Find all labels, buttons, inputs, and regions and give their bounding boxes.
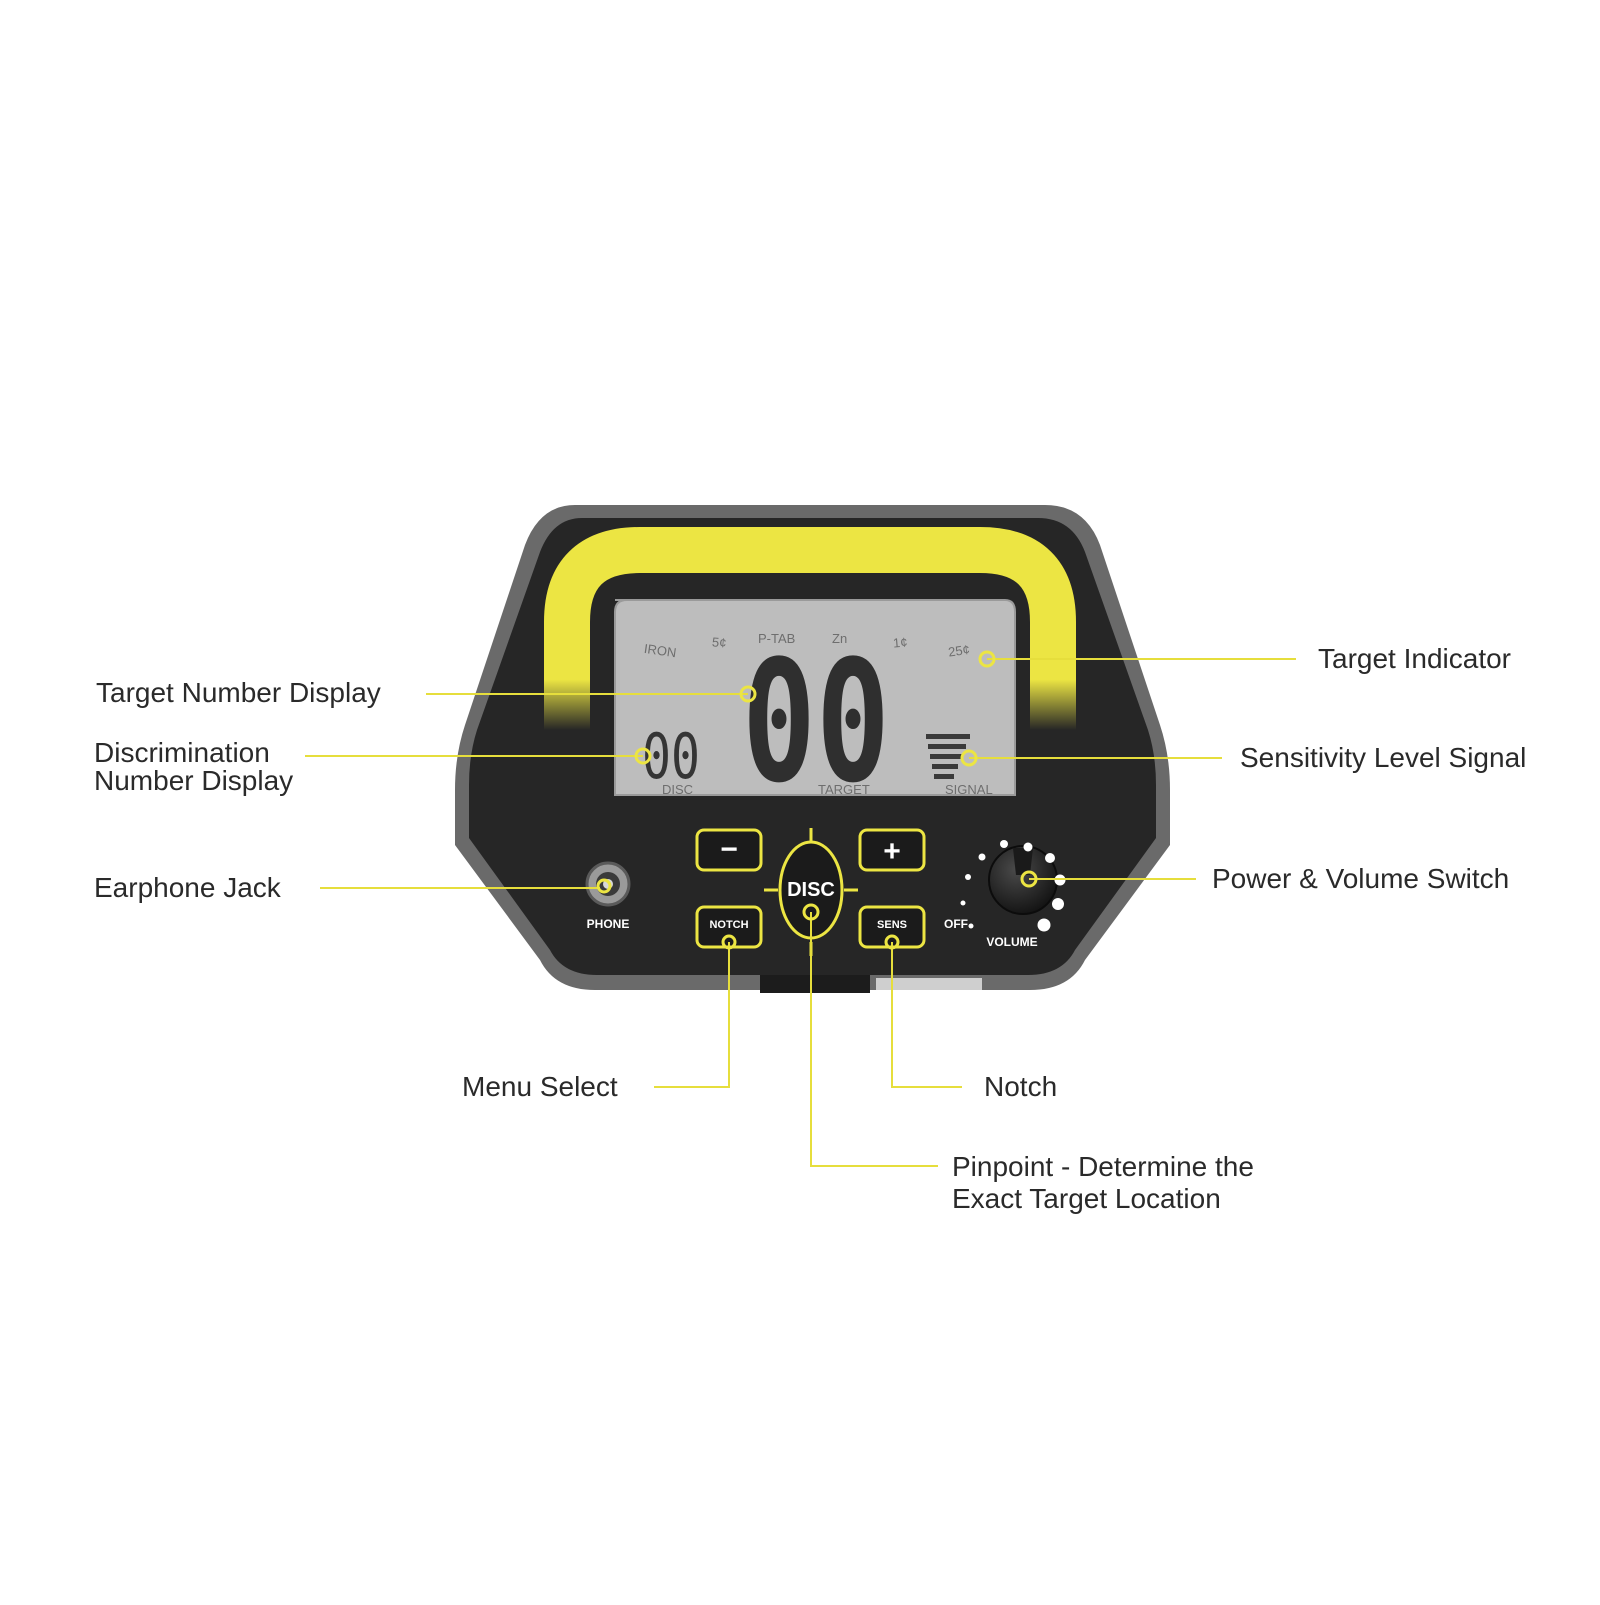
disc-button-label: DISC bbox=[787, 879, 835, 901]
callout-discrimination-line1: Discrimination bbox=[94, 737, 270, 768]
notch-button[interactable]: NOTCH bbox=[695, 905, 763, 949]
plus-button-label: + bbox=[883, 835, 901, 868]
marker-sens-button bbox=[884, 934, 900, 950]
marker-disc-number bbox=[634, 747, 652, 765]
disc-button[interactable]: DISC bbox=[764, 828, 858, 956]
lcd-indicator-iron: IRON bbox=[643, 641, 677, 660]
callout-markers bbox=[596, 650, 1038, 950]
marker-sensitivity-signal bbox=[960, 749, 978, 767]
callout-pinpoint-line2: Exact Target Location bbox=[952, 1183, 1221, 1214]
marker-disc-button bbox=[802, 903, 820, 921]
marker-target-number bbox=[739, 685, 757, 703]
minus-button-label: − bbox=[720, 833, 738, 866]
callout-target-number-display: Target Number Display bbox=[96, 677, 381, 708]
callout-menu-select: Menu Select bbox=[462, 1071, 618, 1102]
callout-pinpoint-line1: Pinpoint - Determine the bbox=[952, 1151, 1254, 1182]
lcd-screen: IRON 5¢ P-TAB Zn 1¢ 25¢ 00 00 DISC TARGE… bbox=[614, 599, 1016, 820]
notch-button-label: NOTCH bbox=[709, 919, 748, 931]
disc-lcd-label: DISC bbox=[662, 782, 693, 797]
lcd-indicator-ptab: P-TAB bbox=[758, 631, 795, 646]
disc-number-digits: 00 bbox=[642, 720, 700, 793]
lcd-indicator-zn: Zn bbox=[832, 631, 847, 646]
sens-button[interactable]: SENS bbox=[858, 905, 926, 949]
marker-target-indicator bbox=[978, 650, 996, 668]
marker-volume-switch bbox=[1020, 870, 1038, 888]
off-label: OFF bbox=[944, 917, 968, 931]
volume-label: VOLUME bbox=[986, 935, 1037, 949]
marker-earphone-jack bbox=[596, 878, 612, 894]
marker-notch-button bbox=[721, 934, 737, 950]
housing-bottom-strip bbox=[876, 978, 982, 990]
minus-button[interactable]: − bbox=[695, 828, 763, 872]
signal-lcd-label: SIGNAL bbox=[945, 782, 993, 797]
callout-earphone-jack: Earphone Jack bbox=[94, 872, 282, 903]
callout-discrimination-line2: Number Display bbox=[94, 765, 293, 796]
signal-bars bbox=[926, 734, 970, 779]
lcd-indicator-5c: 5¢ bbox=[711, 634, 727, 650]
lcd-indicator-1c: 1¢ bbox=[892, 634, 908, 650]
target-lcd-label: TARGET bbox=[818, 782, 870, 797]
earphone-jack[interactable] bbox=[585, 861, 631, 907]
callout-notch: Notch bbox=[984, 1071, 1057, 1102]
callout-power-volume-switch: Power & Volume Switch bbox=[1212, 863, 1509, 894]
plus-button[interactable]: + bbox=[858, 828, 926, 872]
callout-target-indicator: Target Indicator bbox=[1318, 643, 1511, 674]
callout-lines bbox=[305, 658, 1296, 1167]
target-number-digits: 00 bbox=[742, 624, 890, 820]
sens-button-label: SENS bbox=[877, 919, 907, 931]
phone-label: PHONE bbox=[587, 917, 630, 931]
yellow-display-arch bbox=[544, 527, 1076, 730]
lcd-indicator-25c: 25¢ bbox=[947, 642, 971, 660]
callout-sensitivity-level-signal: Sensitivity Level Signal bbox=[1240, 742, 1526, 773]
housing-bottom-tab bbox=[760, 975, 870, 993]
